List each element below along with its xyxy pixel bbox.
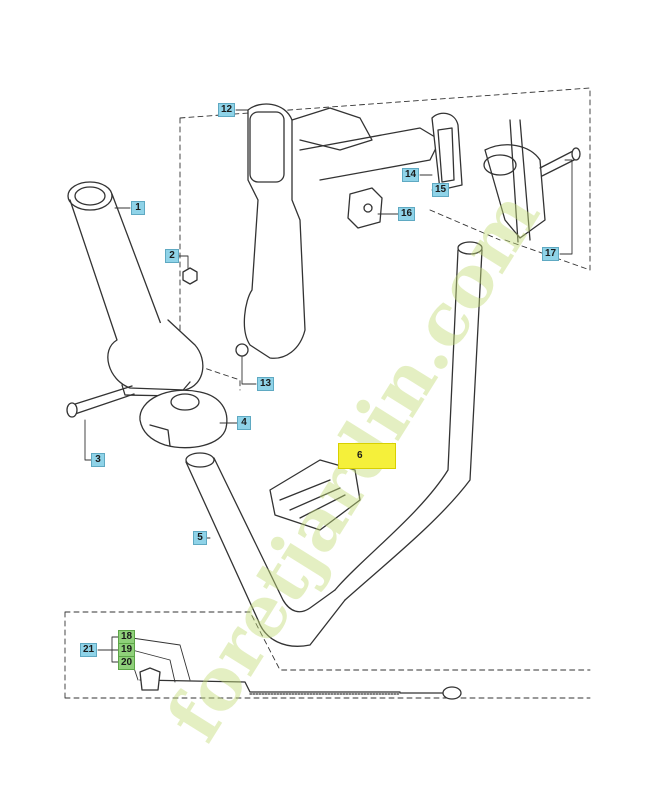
callout-4[interactable]: 4 xyxy=(237,416,251,430)
part-17-bracket xyxy=(483,119,581,243)
callout-12[interactable]: 12 xyxy=(218,103,236,117)
callout-5[interactable]: 5 xyxy=(193,531,207,545)
callout-21[interactable]: 21 xyxy=(80,643,98,657)
callout-1[interactable]: 1 xyxy=(131,201,145,215)
part-4-clamp xyxy=(139,389,228,449)
part-2-nut xyxy=(182,267,198,285)
callout-19[interactable]: 19 xyxy=(118,643,136,657)
part-6-bracket xyxy=(269,459,361,531)
callout-6-highlighted[interactable]: 6 xyxy=(338,443,396,469)
callout-18[interactable]: 18 xyxy=(118,630,136,644)
dashed-boundary xyxy=(64,87,591,699)
cable-assembly xyxy=(139,667,462,700)
part-12-handle-housing xyxy=(235,103,441,359)
callout-13[interactable]: 13 xyxy=(257,377,275,391)
callout-2[interactable]: 2 xyxy=(165,249,179,263)
callout-20[interactable]: 20 xyxy=(118,656,136,670)
part-5-bent-tube xyxy=(185,241,483,647)
part-16-switch xyxy=(347,187,383,229)
callout-16[interactable]: 16 xyxy=(398,207,416,221)
callout-14[interactable]: 14 xyxy=(402,168,420,182)
part-14-15-component xyxy=(431,112,463,191)
callout-15[interactable]: 15 xyxy=(432,183,450,197)
part-3-screw xyxy=(66,385,135,418)
callout-3[interactable]: 3 xyxy=(91,453,105,467)
callout-17[interactable]: 17 xyxy=(542,247,560,261)
